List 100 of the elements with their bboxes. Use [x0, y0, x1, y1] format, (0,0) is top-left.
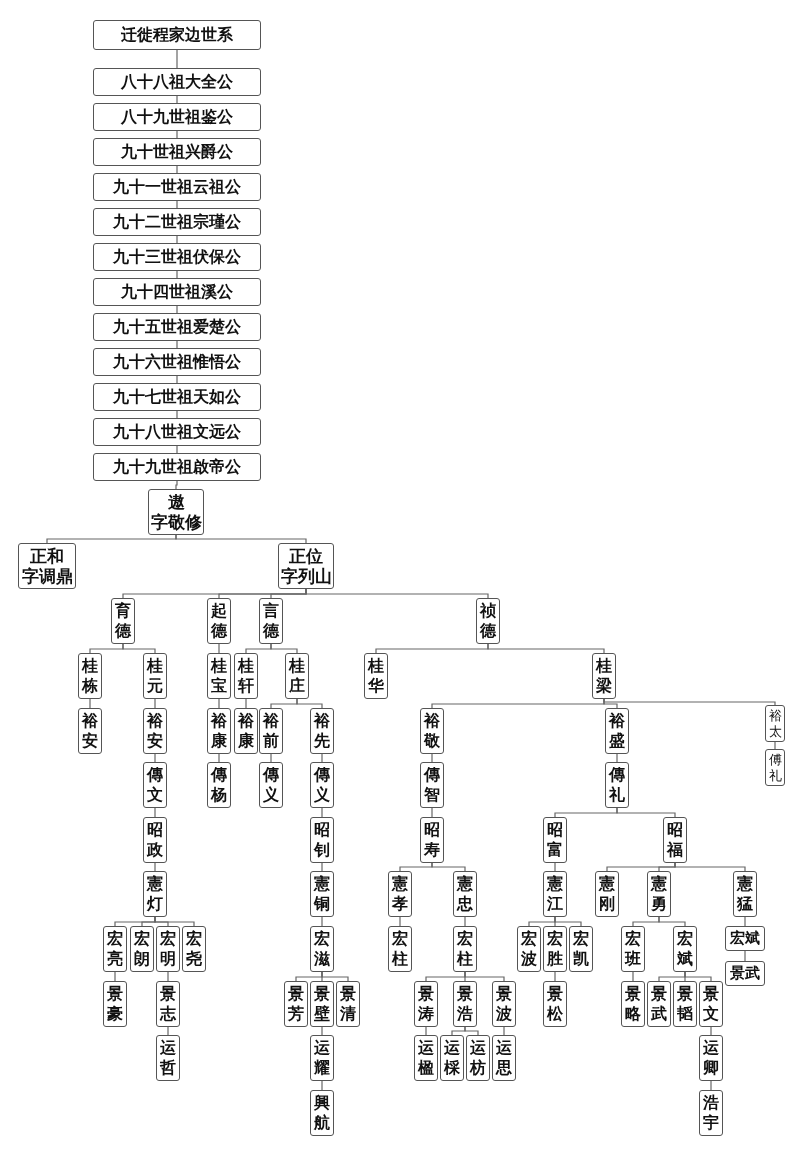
name-text: 正位 — [289, 546, 323, 566]
name-box: 裕先 — [310, 708, 334, 754]
name-box: 昭政 — [143, 817, 167, 863]
ancestor-box: 九十二世祖宗瑾公 — [93, 208, 261, 236]
connector-line — [710, 1080, 712, 1091]
name-box: 憲孝 — [388, 871, 412, 917]
name-box: 宏凯 — [569, 926, 593, 972]
connector-line — [89, 698, 91, 709]
connector-line — [710, 1026, 712, 1036]
name-box: 宏胜 — [543, 926, 567, 972]
ancestor-box: 九十三世祖伏保公 — [93, 243, 261, 271]
name-box: 憲猛 — [733, 871, 757, 917]
name-box: 宏班 — [621, 926, 645, 972]
name-box: 宏柱 — [453, 926, 477, 972]
name-box: 昭钊 — [310, 817, 334, 863]
name-box: 傅礼 — [765, 749, 785, 786]
connector-line — [296, 698, 323, 709]
name-box: 桂栋 — [78, 653, 102, 699]
courtesy-name-text: 字列山 — [280, 566, 332, 586]
name-box: 宏亮 — [103, 926, 127, 972]
connector-line — [154, 862, 156, 872]
connector-line — [399, 916, 401, 927]
connector-line — [270, 753, 272, 763]
connector-line — [176, 165, 178, 174]
name-text: 遨 — [167, 492, 185, 512]
connector-line — [321, 971, 349, 982]
connector-line — [167, 971, 169, 982]
name-box: 宏滋 — [310, 926, 334, 972]
name-box: 桂宝 — [207, 653, 231, 699]
name-box: 言德 — [259, 598, 283, 644]
name-box: 景浩 — [453, 981, 477, 1027]
name-box: 景豪 — [103, 981, 127, 1027]
name-box: 景韬 — [673, 981, 697, 1027]
connector-line — [425, 1026, 427, 1036]
ancestor-box: 九十九世祖啟帝公 — [93, 453, 261, 481]
connector-line — [321, 753, 323, 763]
connector-line — [464, 916, 466, 927]
name-box — [18, 543, 76, 589]
name-box: 景芳 — [284, 981, 308, 1027]
connector-line — [744, 950, 746, 962]
connector-line — [431, 862, 466, 872]
name-box: 景涛 — [414, 981, 438, 1027]
connector-line — [554, 971, 556, 982]
connector-line — [176, 445, 178, 454]
name-text: 正和 — [30, 546, 64, 566]
ancestor-box: 八十八祖大全公 — [93, 68, 261, 96]
name-box: 傳杨 — [207, 762, 231, 808]
connector-line — [487, 643, 605, 654]
name-box: 桂轩 — [234, 653, 258, 699]
connector-line — [176, 410, 178, 419]
connector-line — [176, 375, 178, 384]
name-box: 憲勇 — [647, 871, 671, 917]
connector-line — [270, 643, 298, 654]
name-box: 傳礼 — [605, 762, 629, 808]
connector-line — [321, 1080, 323, 1091]
name-box: 昭寿 — [420, 817, 444, 863]
courtesy-name-text: 字敬修 — [150, 512, 202, 532]
name-box: 浩宇 — [699, 1090, 723, 1136]
name-box: 运枋 — [466, 1035, 490, 1081]
connector-line — [154, 916, 195, 927]
name-box: 起德 — [207, 598, 231, 644]
name-box: 运耀 — [310, 1035, 334, 1081]
ancestor-box: 九十一世祖云祖公 — [93, 173, 261, 201]
name-box: 裕太 — [765, 705, 785, 742]
name-box: 裕康 — [234, 708, 258, 754]
connector-line — [122, 643, 156, 654]
connector-line — [305, 588, 489, 599]
ancestor-box: 九十五世祖爱楚公 — [93, 313, 261, 341]
name-box: 运哲 — [156, 1035, 180, 1081]
connector-line — [176, 235, 178, 244]
connector-line — [431, 807, 433, 818]
name-box: 桂梁 — [592, 653, 616, 699]
connector-line — [175, 534, 307, 544]
connector-line — [176, 200, 178, 209]
name-box: 景清 — [336, 981, 360, 1027]
ancestor-box: 九十六世祖惟悟公 — [93, 348, 261, 376]
ancestor-box: 九十世祖兴爵公 — [93, 138, 261, 166]
name-box: 景波 — [492, 981, 516, 1027]
connector-line — [176, 130, 178, 139]
connector-line — [431, 753, 433, 763]
connector-line — [616, 807, 676, 818]
name-box: 桂庄 — [285, 653, 309, 699]
name-box: 憲铜 — [310, 871, 334, 917]
name-box: 宏明 — [156, 926, 180, 972]
name-box: 憲灯 — [143, 871, 167, 917]
name-box: 憲刚 — [595, 871, 619, 917]
title-box: 迁徙程家边世系 — [93, 20, 261, 50]
connector-line — [503, 1026, 505, 1036]
name-box: 昭福 — [663, 817, 687, 863]
connector-line — [154, 698, 156, 709]
name-box: 裕盛 — [605, 708, 629, 754]
connector-line — [603, 698, 776, 706]
connector-line — [176, 305, 178, 314]
name-box: 裕前 — [259, 708, 283, 754]
name-box: 憲江 — [543, 871, 567, 917]
connector-line — [154, 753, 156, 763]
connector-line — [658, 916, 686, 927]
connector-line — [218, 698, 220, 709]
name-box: 景文 — [699, 981, 723, 1027]
ancestor-box: 八十九世祖鉴公 — [93, 103, 261, 131]
